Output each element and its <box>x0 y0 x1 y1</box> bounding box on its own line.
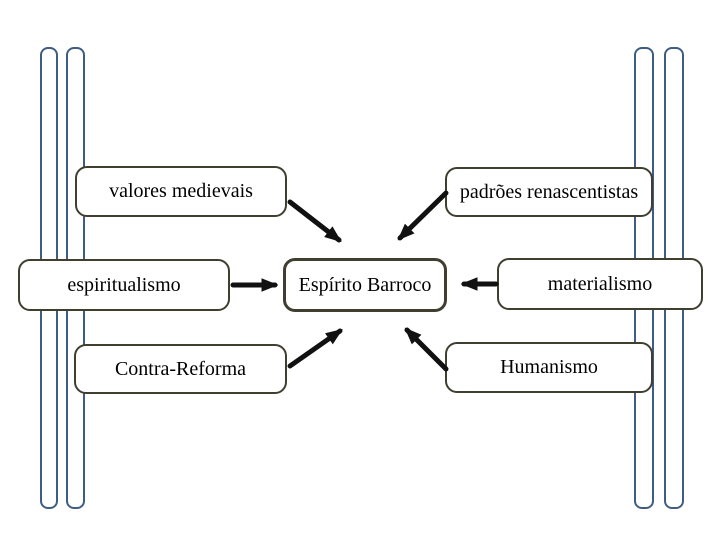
arrow-humanismo-to-center <box>404 327 449 372</box>
node-materialismo: materialismo <box>497 258 703 310</box>
node-padroes-renascentistas: padrões renascentistas <box>445 167 653 217</box>
arrow-padroes-to-center <box>397 190 449 241</box>
arrow-valores-to-center <box>287 199 342 243</box>
node-label: Contra-Reforma <box>114 357 247 380</box>
node-espiritualismo: espiritualismo <box>18 259 230 311</box>
node-label: Espírito Barroco <box>298 273 432 296</box>
arrow-contra-reforma-to-center <box>287 328 343 369</box>
node-label: valores medievais <box>109 180 253 202</box>
node-valores-medievais: valores medievais <box>75 166 287 217</box>
node-label: Humanismo <box>500 356 598 378</box>
node-humanismo: Humanismo <box>445 342 653 393</box>
node-contra-reforma: Contra-Reforma <box>74 344 287 394</box>
node-label: espiritualismo <box>67 273 181 296</box>
node-label: materialismo <box>547 272 653 295</box>
node-label: padrões renascentistas <box>459 180 639 203</box>
node-espirito-barroco: Espírito Barroco <box>283 258 447 312</box>
